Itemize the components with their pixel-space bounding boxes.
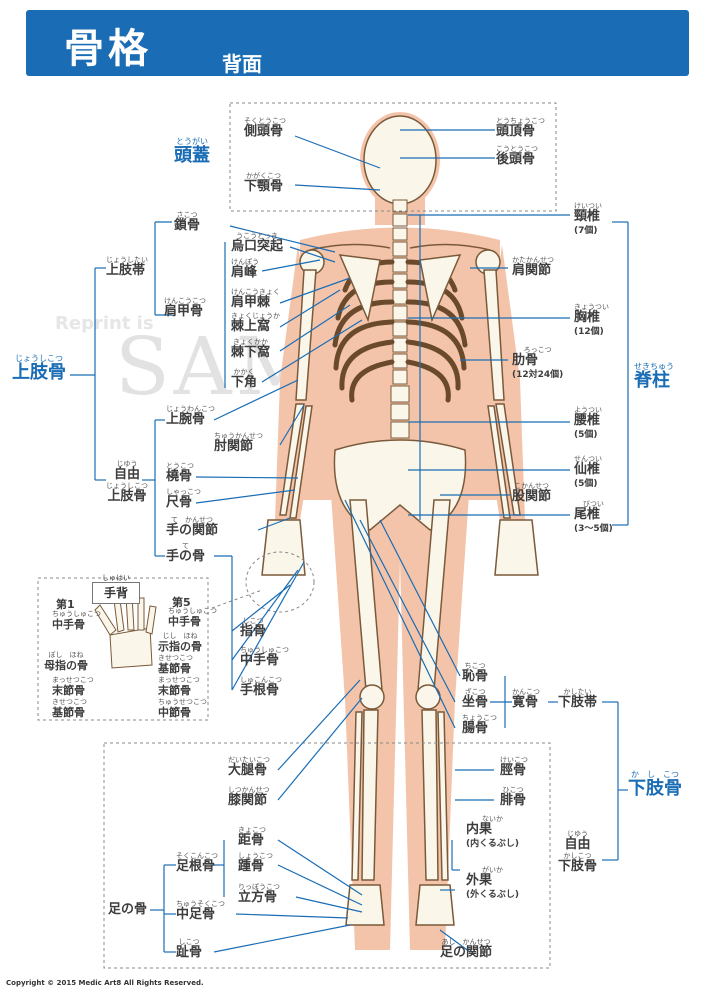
arm-bones — [261, 269, 539, 576]
header-bar: 骨格 背面 — [26, 10, 689, 80]
hand-inset — [94, 595, 157, 669]
label-ashinohone: 足の骨 — [108, 902, 148, 917]
label-sekichuu: せきちゅう脊柱 — [634, 362, 674, 391]
label-ukoutokki: うこうとっき烏口突起 — [231, 232, 284, 254]
label-zakotsu: ざこつ坐骨 — [462, 688, 489, 710]
label-kagakukotsu: かがくこつ下顎骨 — [244, 172, 284, 194]
label-koutoukotsu: こうとうこつ後頭骨 — [496, 145, 538, 167]
label-sentsui: せんつい仙椎(5個) — [574, 455, 602, 489]
label-bitsui: びつい尾椎(3〜5個) — [574, 500, 613, 534]
watermark-reprint: Reprint is — [55, 313, 154, 334]
leader-lines — [70, 129, 629, 953]
hand-box-text: 手背 — [103, 586, 128, 600]
label-jyoushitai: じょうしたい上肢帯 — [106, 256, 148, 278]
label-rippoukotsu: りっぽうこつ立方骨 — [238, 883, 280, 905]
label-tenokansetsu: て かんせつ手の関節 — [166, 516, 219, 538]
label-kyokotsu: きょこつ距骨 — [238, 826, 266, 848]
label-dai5: 第5 — [172, 596, 191, 609]
label-chuusyukotsu: ちゅうしゅこつ中手骨 — [240, 646, 289, 668]
label-choukotsu: ちょうこつ腸骨 — [462, 714, 497, 736]
label-jiyuu-jyoushikotsu: じゆう自由じょうしこつ上肢骨 — [106, 460, 148, 504]
label-keitsui: けいつい頸椎(7個) — [574, 202, 602, 236]
label-kenkoukotsu: けんこうこつ肩甲骨 — [164, 297, 206, 319]
label-kenpou: けんぽう肩峰 — [231, 258, 259, 280]
label-sokukonkotsu: そくこんこつ足根骨 — [176, 852, 218, 874]
label-kankotsu: かんこつ寛骨 — [512, 688, 540, 710]
header-rule — [216, 78, 686, 80]
label-keikotsu: けいこつ脛骨 — [500, 756, 528, 778]
label-naika: ないか内果(内くるぶし) — [466, 815, 520, 849]
dashed-boxes — [37, 102, 557, 969]
label-boshinohone: ぼし ほね母指の骨 — [44, 651, 88, 672]
label-toukotsu: とうこつ橈骨 — [166, 462, 194, 484]
label-hikotsu: ひこつ腓骨 — [500, 786, 527, 808]
label-chuusokukotsu: ちゅうそくこつ中足骨 — [176, 900, 225, 922]
label-hand-kisetsu-right: きせつこつ基節骨 — [158, 654, 193, 675]
page-subtitle: 背面 — [222, 52, 262, 76]
copyright-text: Copyright © 2015 Medic Art8 All Rights R… — [6, 979, 204, 987]
label-kakaku: かかく下角 — [231, 368, 258, 390]
hand-box-ruby: しゅはい — [102, 574, 130, 582]
label-kashikotsu: か し こつ下肢骨 — [628, 770, 682, 799]
label-hand-chuusetsu-right: ちゅうせつこつ中節骨 — [158, 698, 207, 719]
spine — [390, 199, 410, 457]
label-sakotsu: さこつ鎖骨 — [174, 211, 201, 233]
label-kyoutsui: きょうつい胸椎(12個) — [574, 303, 609, 337]
hand-box-title: しゅはい 手背 — [92, 574, 140, 604]
label-kyokujyouka: きょくじょうか棘上窩 — [231, 312, 280, 334]
label-jyoushikotsu: じょうしこつ上肢骨 — [12, 354, 66, 383]
label-rokkotsu: ろっこつ肋骨(12対24個) — [512, 346, 564, 380]
label-chuukansetsu: ちゅうかんせつ肘関節 — [214, 432, 263, 454]
label-hand-kisetsu-left: きせつこつ基節骨 — [52, 698, 87, 719]
label-gaika: がいか外果(外くるぶし) — [466, 866, 520, 900]
leg-bones — [345, 499, 455, 926]
page-title: 骨格 — [64, 26, 152, 72]
label-chikotsu: ちこつ恥骨 — [462, 662, 489, 684]
label-hand-massetsu-left: まっせつこつ末節骨 — [52, 676, 94, 697]
label-katakansetsu: かたかんせつ肩関節 — [512, 256, 554, 278]
label-tenohone: て手の骨 — [166, 542, 206, 564]
label-shitsukansetsu: しつかんせつ膝関節 — [228, 786, 270, 808]
label-dai1: 第1 — [56, 598, 75, 611]
skull — [363, 115, 437, 205]
label-syoukotsu: しょうこつ踵骨 — [238, 852, 273, 874]
label-kokansetsu: こかんせつ股関節 — [512, 482, 552, 504]
label-syakkotsu: しゃっこつ尺骨 — [166, 488, 201, 510]
label-sokutoukotsu: そくとうこつ側頭骨 — [244, 117, 286, 139]
label-kyokukaka: きょくかか棘下窩 — [231, 338, 271, 360]
label-ashinokansetsu: あし かんせつ足の関節 — [440, 938, 493, 960]
label-jiyuu-kashikotsu: じゆう自由かしこつ下肢骨 — [558, 830, 598, 874]
label-kenkoukyoku: けんこうきょく肩甲棘 — [231, 288, 280, 310]
label-shikotsu-foot: しこつ趾骨 — [176, 938, 203, 960]
label-jyouwankotsu: じょうわんこつ上腕骨 — [166, 405, 215, 427]
label-kashitai: かしたい下肢帯 — [558, 688, 598, 710]
label-dai1-chuusyukotsu: ちゅうしゅこつ中手骨 — [52, 610, 101, 631]
label-syukonkotsu: しゅこんこつ手根骨 — [240, 676, 282, 698]
label-shikotsu: しこつ指骨 — [240, 617, 267, 639]
label-hand-massetsu-right: まっせつこつ末節骨 — [158, 676, 200, 697]
label-tougai: とうがい頭蓋 — [174, 137, 210, 166]
label-dai5-chuusyukotsu: ちゅうしゅこつ中手骨 — [168, 607, 217, 628]
label-toutyoukotsu: とうちょうこつ頭頂骨 — [496, 117, 545, 139]
label-youtsui: ようつい腰椎(5個) — [574, 406, 602, 440]
label-daitaikotsu: だいたいこつ大腿骨 — [228, 756, 270, 778]
label-shishinohone: じし ほね示指の骨 — [158, 632, 202, 653]
